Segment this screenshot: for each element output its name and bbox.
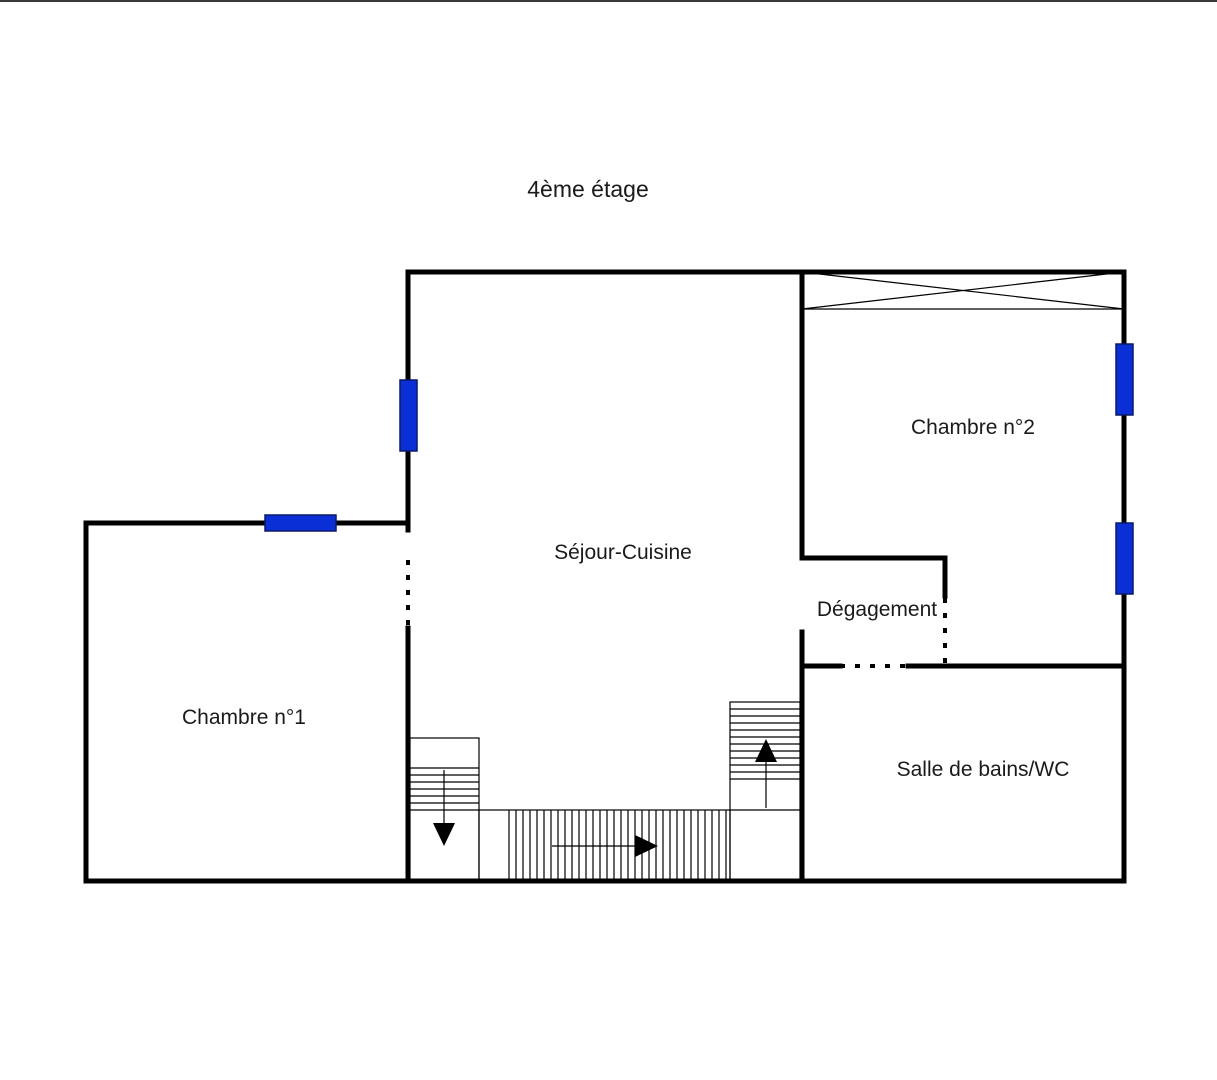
stair-arrowheads bbox=[433, 739, 777, 857]
door-openings bbox=[406, 560, 947, 668]
room-label-chambre2: Chambre n°2 bbox=[911, 416, 1035, 439]
closet-cross-b bbox=[801, 271, 1125, 310]
room-label-degagement: Dégagement bbox=[817, 598, 937, 621]
window-chambre2-lower bbox=[1115, 522, 1134, 595]
floor-title: 4ème étage bbox=[527, 176, 648, 202]
stair-treads-center bbox=[508, 810, 727, 880]
window-sejour bbox=[399, 379, 418, 452]
stair-right-run bbox=[729, 701, 801, 881]
windows bbox=[264, 343, 1134, 595]
room-label-chambre1: Chambre n°1 bbox=[182, 706, 306, 729]
room-label-salle-de-bains: Salle de bains/WC bbox=[897, 758, 1070, 781]
room-label-sejour-cuisine: Séjour-Cuisine bbox=[554, 541, 692, 564]
top-border-rule bbox=[0, 0, 1217, 2]
arrow-up-icon bbox=[755, 739, 777, 762]
closet bbox=[801, 271, 1125, 310]
arrow-down-icon bbox=[433, 823, 455, 846]
window-chambre1 bbox=[264, 514, 337, 532]
stair-left-landing bbox=[409, 737, 480, 881]
walls bbox=[83, 269, 1127, 884]
window-chambre2-upper bbox=[1115, 343, 1134, 416]
stair-center-run bbox=[478, 809, 731, 881]
staircase bbox=[409, 701, 801, 881]
arrow-right-icon bbox=[635, 835, 658, 857]
